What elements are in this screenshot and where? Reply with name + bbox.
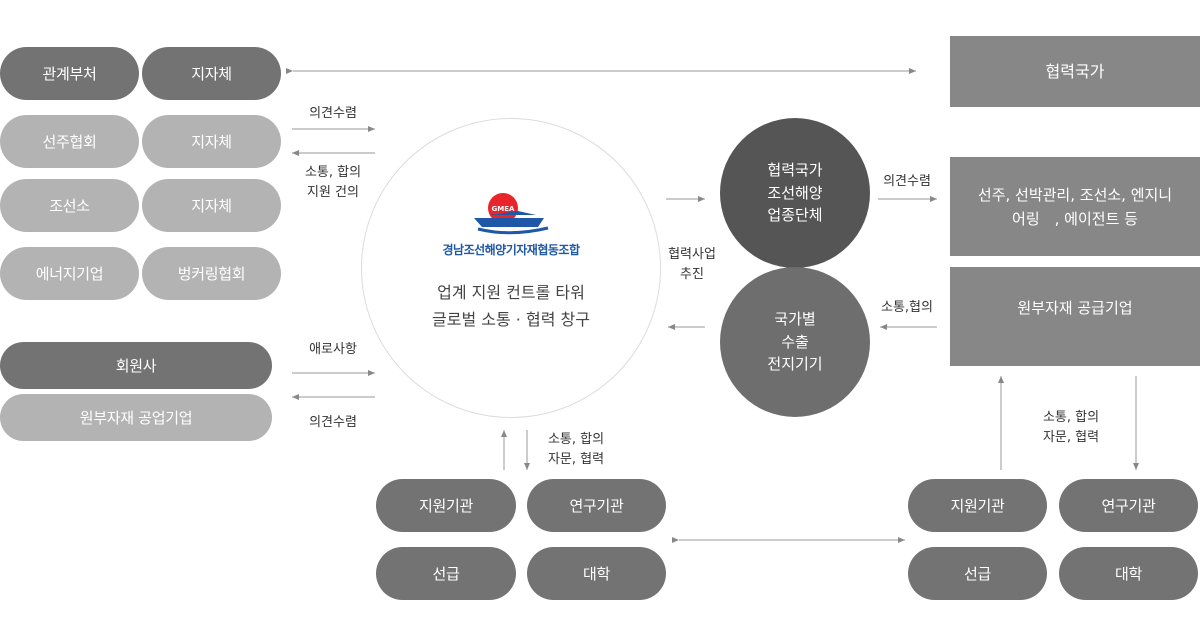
node-energy-company: 에너지기업	[0, 247, 139, 300]
label-opinion-right: 의견수렴	[883, 174, 931, 189]
node-university-right: 대학	[1059, 547, 1198, 600]
circle-export-support: 국가별 수출 전지기기	[720, 267, 870, 417]
node-shipowners-assoc: 선주협회	[0, 115, 139, 168]
node-members: 회원사	[0, 342, 272, 389]
label-opinion-bottom: 의견수렴	[309, 415, 357, 430]
node-classification-left: 선급	[376, 547, 516, 600]
circle-partner-industry: 협력국가 조선해양 업종단체	[720, 118, 870, 268]
label-cooperation-project: 협력사업 추진	[668, 247, 716, 282]
label-difficulty: 애로사항	[309, 342, 357, 357]
node-research-institute-right: 연구기관	[1059, 479, 1198, 532]
node-local-gov-2: 지자체	[142, 115, 281, 168]
label-communicate-top: 소통, 합의 지원 건의	[304, 165, 362, 200]
svg-text:GMEA: GMEA	[492, 205, 515, 213]
node-local-gov-3: 지자체	[142, 179, 281, 232]
box-shipowners: 선주, 선박관리, 조선소, 엔지니 어링 , 에이전트 등	[950, 157, 1200, 256]
label-advise-right: 소통, 합의 자문, 협력	[1042, 410, 1100, 445]
label-communicate-right: 소통,협의	[881, 300, 933, 315]
node-members-sub: 원부자재 공업기업	[0, 394, 272, 441]
box-partner-country: 협력국가	[950, 36, 1200, 107]
node-local-gov-1: 지자체	[142, 47, 281, 100]
node-classification-right: 선급	[908, 547, 1047, 600]
node-university-left: 대학	[527, 547, 666, 600]
box-suppliers: 원부자재 공급기업	[950, 267, 1200, 366]
node-shipyard: 조선소	[0, 179, 139, 232]
org-name: 경남조선해양기자재협동조합	[442, 242, 580, 257]
node-bunkering-assoc: 벙커링협회	[142, 247, 281, 300]
gmea-logo-icon: GMEA	[474, 192, 549, 234]
center-hub: GMEA 경남조선해양기자재협동조합 업계 지원 컨트롤 타워 글로벌 소통 ·…	[361, 118, 661, 418]
label-opinion-top: 의견수렴	[309, 106, 357, 121]
node-support-agency-left: 지원기관	[376, 479, 516, 532]
label-advise-bottom: 소통, 합의 자문, 협력	[547, 432, 605, 467]
center-line-1: 업계 지원 컨트롤 타워	[437, 282, 585, 302]
center-line-2: 글로벌 소통 · 협력 창구	[432, 309, 590, 329]
node-research-institute-left: 연구기관	[527, 479, 666, 532]
node-ministry: 관계부처	[0, 47, 139, 100]
node-support-agency-right: 지원기관	[908, 479, 1047, 532]
